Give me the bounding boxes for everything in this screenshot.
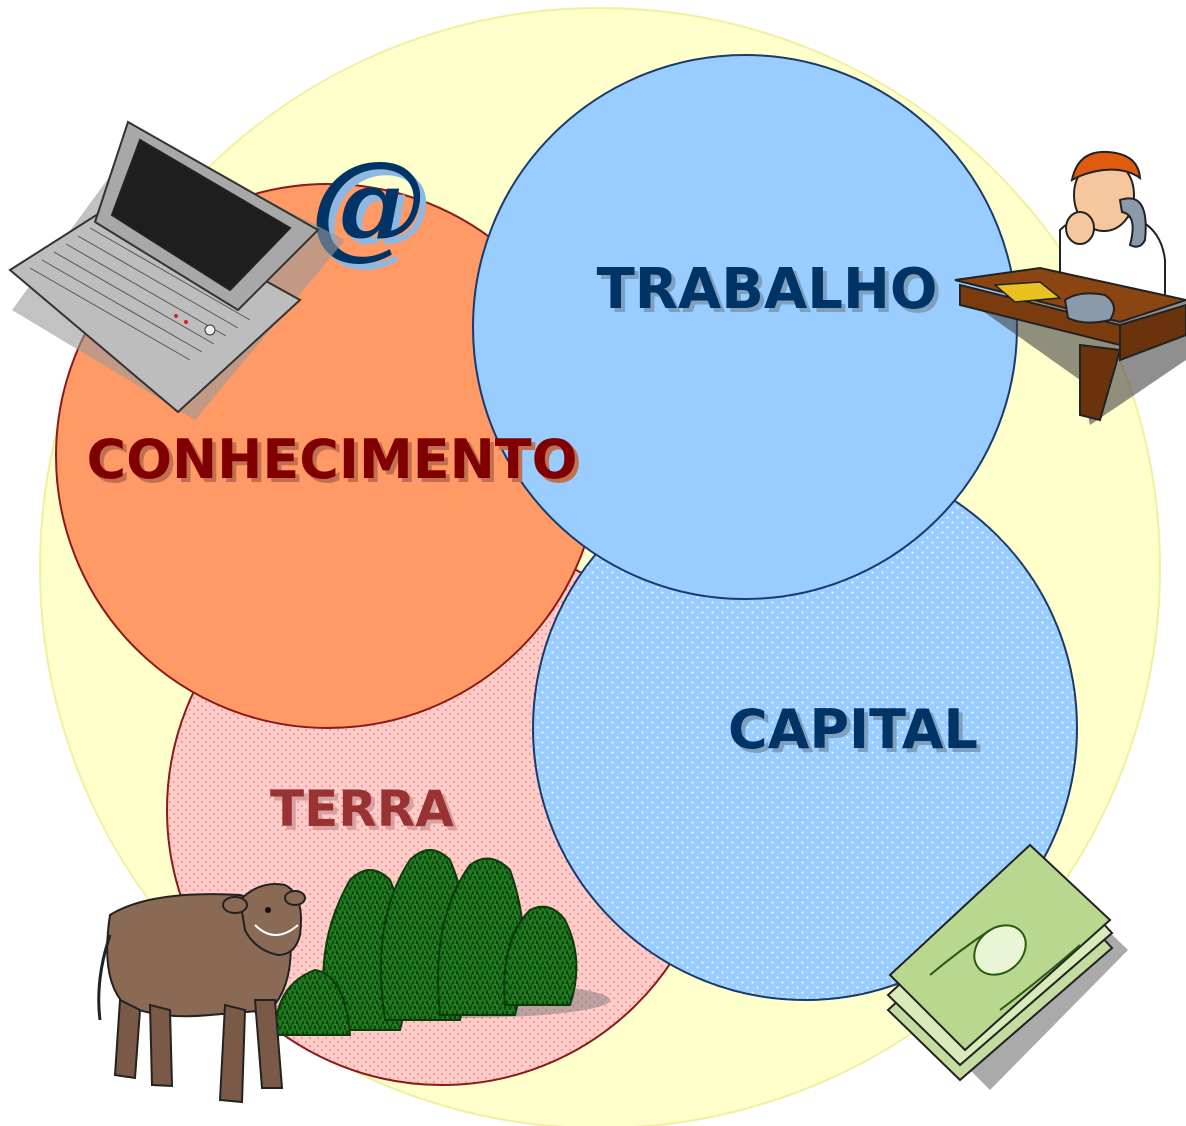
terra-label-shadow: TERRA bbox=[274, 784, 458, 842]
capital-label: CAPITAL bbox=[728, 698, 978, 761]
at-sign-icon: @ @ bbox=[310, 136, 432, 278]
laptop-icon bbox=[8, 120, 345, 420]
trabalho-label-shadow: TRABALHO bbox=[601, 261, 942, 326]
cow-icon bbox=[97, 883, 306, 1104]
office-worker-phone-icon bbox=[954, 150, 1186, 425]
terra-label-group: TERRA TERRA bbox=[270, 780, 458, 842]
money-stack-icon bbox=[886, 843, 1128, 1090]
trees-icon bbox=[273, 849, 610, 1036]
trabalho-label: TRABALHO bbox=[597, 257, 938, 322]
conhecimento-label-group: CONHECIMENTO CONHECIMENTO bbox=[86, 428, 581, 495]
trabalho-label-group: TRABALHO TRABALHO bbox=[597, 257, 942, 326]
terra-label: TERRA bbox=[270, 780, 454, 838]
conhecimento-label-shadow: CONHECIMENTO bbox=[90, 432, 581, 495]
capital-label-group: CAPITAL CAPITAL bbox=[728, 698, 982, 765]
svg-text:@: @ bbox=[316, 142, 432, 278]
conhecimento-label: CONHECIMENTO bbox=[86, 428, 577, 491]
capital-label-shadow: CAPITAL bbox=[732, 702, 982, 765]
trabalho-circle bbox=[472, 54, 1018, 600]
